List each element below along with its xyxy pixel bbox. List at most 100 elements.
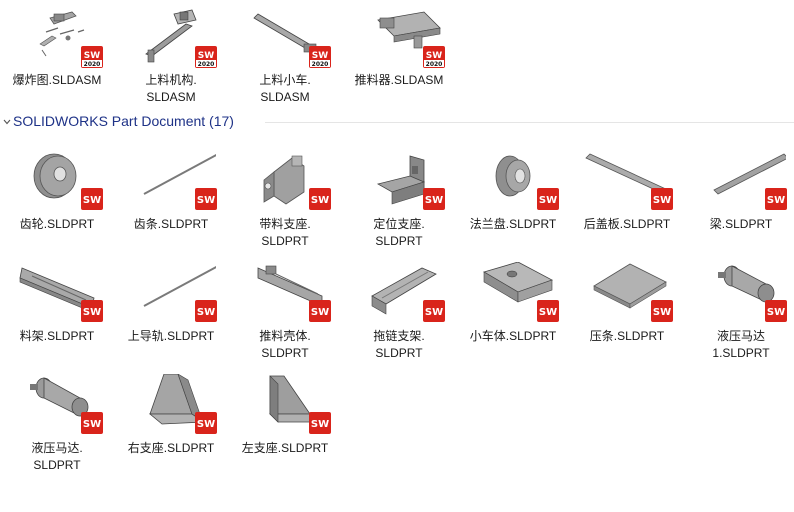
file-name-label: 压条.SLDPRT xyxy=(589,329,665,343)
solidworks-badge-icon: SW xyxy=(309,188,331,210)
svg-text:SW: SW xyxy=(767,307,785,318)
file-name-label: 上料小车. SLDASM xyxy=(259,73,311,104)
file-item-rack[interactable]: SW 齿条.SLDPRT xyxy=(116,150,226,260)
solidworks-badge-icon: SW xyxy=(195,412,217,434)
part-thumbnail-icon xyxy=(126,374,216,436)
svg-text:SW: SW xyxy=(311,419,329,430)
assembly-thumbnail-icon xyxy=(126,6,216,68)
solidworks-badge-icon: SW xyxy=(765,188,787,210)
part-thumbnail-icon xyxy=(468,150,558,212)
file-item-hydraulic-motor-1[interactable]: SW 液压马达 1.SLDPRT xyxy=(686,262,794,372)
solidworks-badge-icon: SW xyxy=(309,412,331,434)
file-name-label: 左支座.SLDPRT xyxy=(241,441,329,455)
part-thumbnail-icon xyxy=(582,262,672,324)
svg-text:SW: SW xyxy=(653,195,671,206)
svg-text:SW: SW xyxy=(84,51,100,61)
assembly-thumbnail-icon xyxy=(12,6,102,68)
file-item-hydraulic-motor[interactable]: SW 液压马达. SLDPRT xyxy=(2,374,112,484)
svg-text:SW: SW xyxy=(539,307,557,318)
group-title: SOLIDWORKS Part Document (17) xyxy=(13,113,234,129)
svg-text:SW: SW xyxy=(83,307,101,318)
solidworks-badge-icon: SW xyxy=(81,300,103,322)
svg-text:SW: SW xyxy=(311,307,329,318)
file-item-rear-cover[interactable]: SW 后盖板.SLDPRT xyxy=(572,150,682,260)
file-name-label: 上料机构. SLDASM xyxy=(145,73,197,104)
file-item-beam[interactable]: SW 梁.SLDPRT xyxy=(686,150,794,260)
solidworks-badge-icon: SW xyxy=(423,188,445,210)
part-thumbnail-icon xyxy=(696,150,786,212)
file-name-label: 料架.SLDPRT xyxy=(19,329,95,343)
file-item-flange[interactable]: SW 法兰盘.SLDPRT xyxy=(458,150,568,260)
file-name-label: 液压马达. SLDPRT xyxy=(31,441,83,472)
assembly-thumbnail-icon xyxy=(354,6,444,68)
solidworks-badge-icon: SW xyxy=(537,300,559,322)
file-item-pressing-strip[interactable]: SW 压条.SLDPRT xyxy=(572,262,682,372)
file-name-label: 齿轮.SLDPRT xyxy=(19,217,95,231)
file-name-label: 右支座.SLDPRT xyxy=(127,441,215,455)
svg-text:SW: SW xyxy=(425,195,443,206)
solidworks-badge-icon: SW xyxy=(651,300,673,322)
file-item-upper-rail[interactable]: SW 上导轨.SLDPRT xyxy=(116,262,226,372)
file-name-label: 小车体.SLDPRT xyxy=(469,329,557,343)
solidworks-badge-icon: SW xyxy=(309,300,331,322)
group-divider xyxy=(265,122,794,123)
file-name-label: 后盖板.SLDPRT xyxy=(583,217,671,231)
part-thumbnail-icon xyxy=(126,262,216,324)
file-item-belt-support[interactable]: SW 带料支座. SLDPRT xyxy=(230,150,340,260)
group-header-part-documents[interactable]: SOLIDWORKS Part Document (17) xyxy=(0,112,794,132)
svg-text:SW: SW xyxy=(653,307,671,318)
solidworks-badge-icon: SW xyxy=(195,300,217,322)
file-name-label: 上导轨.SLDPRT xyxy=(127,329,215,343)
file-name-label: 推料器.SLDASM xyxy=(354,73,444,87)
part-thumbnail-icon xyxy=(12,150,102,212)
svg-text:SW: SW xyxy=(198,51,214,61)
file-name-label: 带料支座. SLDPRT xyxy=(259,217,311,248)
part-thumbnail-icon xyxy=(12,374,102,436)
solidworks-badge-icon: SW xyxy=(195,188,217,210)
svg-text:SW: SW xyxy=(767,195,785,206)
file-name-label: 定位支座. SLDPRT xyxy=(373,217,425,248)
file-item-gear[interactable]: SW 齿轮.SLDPRT xyxy=(2,150,112,260)
svg-text:SW: SW xyxy=(197,307,215,318)
solidworks-badge-icon: SW xyxy=(537,188,559,210)
file-name-label: 齿条.SLDPRT xyxy=(133,217,209,231)
svg-text:SW: SW xyxy=(197,419,215,430)
svg-text:SW: SW xyxy=(83,419,101,430)
file-name-label: 液压马达 1.SLDPRT xyxy=(712,329,770,360)
chevron-down-icon[interactable] xyxy=(3,118,11,126)
svg-text:SW: SW xyxy=(539,195,557,206)
svg-text:SW: SW xyxy=(311,195,329,206)
svg-text:SW: SW xyxy=(312,51,328,61)
part-thumbnail-icon xyxy=(354,262,444,324)
file-item-material-rack[interactable]: SW 料架.SLDPRT xyxy=(2,262,112,372)
solidworks-badge-icon: SW xyxy=(651,188,673,210)
svg-text:SW: SW xyxy=(197,195,215,206)
file-item-right-support[interactable]: SW 右支座.SLDPRT xyxy=(116,374,226,484)
svg-text:SW: SW xyxy=(425,307,443,318)
file-name-label: 拖链支架. SLDPRT xyxy=(373,329,425,360)
svg-text:2020: 2020 xyxy=(312,61,329,68)
file-item-cart-body[interactable]: SW 小车体.SLDPRT xyxy=(458,262,568,372)
file-item-pusher-housing[interactable]: SW 推料壳体. SLDPRT xyxy=(230,262,340,372)
file-name-label: 梁.SLDPRT xyxy=(709,217,773,231)
solidworks-badge-icon: SW xyxy=(81,412,103,434)
file-item-left-support[interactable]: SW 左支座.SLDPRT xyxy=(230,374,340,484)
file-item-drag-chain-bracket[interactable]: SW 拖链支架. SLDPRT xyxy=(344,262,454,372)
file-item-locating-support[interactable]: SW 定位支座. SLDPRT xyxy=(344,150,454,260)
file-name-label: 推料壳体. SLDPRT xyxy=(259,329,311,360)
svg-text:2020: 2020 xyxy=(426,61,443,68)
svg-text:SW: SW xyxy=(83,195,101,206)
solidworks-badge-icon: SW xyxy=(423,300,445,322)
part-thumbnail-icon xyxy=(126,150,216,212)
part-thumbnail-icon xyxy=(468,262,558,324)
part-thumbnail-icon xyxy=(696,262,786,324)
svg-text:2020: 2020 xyxy=(84,61,101,68)
